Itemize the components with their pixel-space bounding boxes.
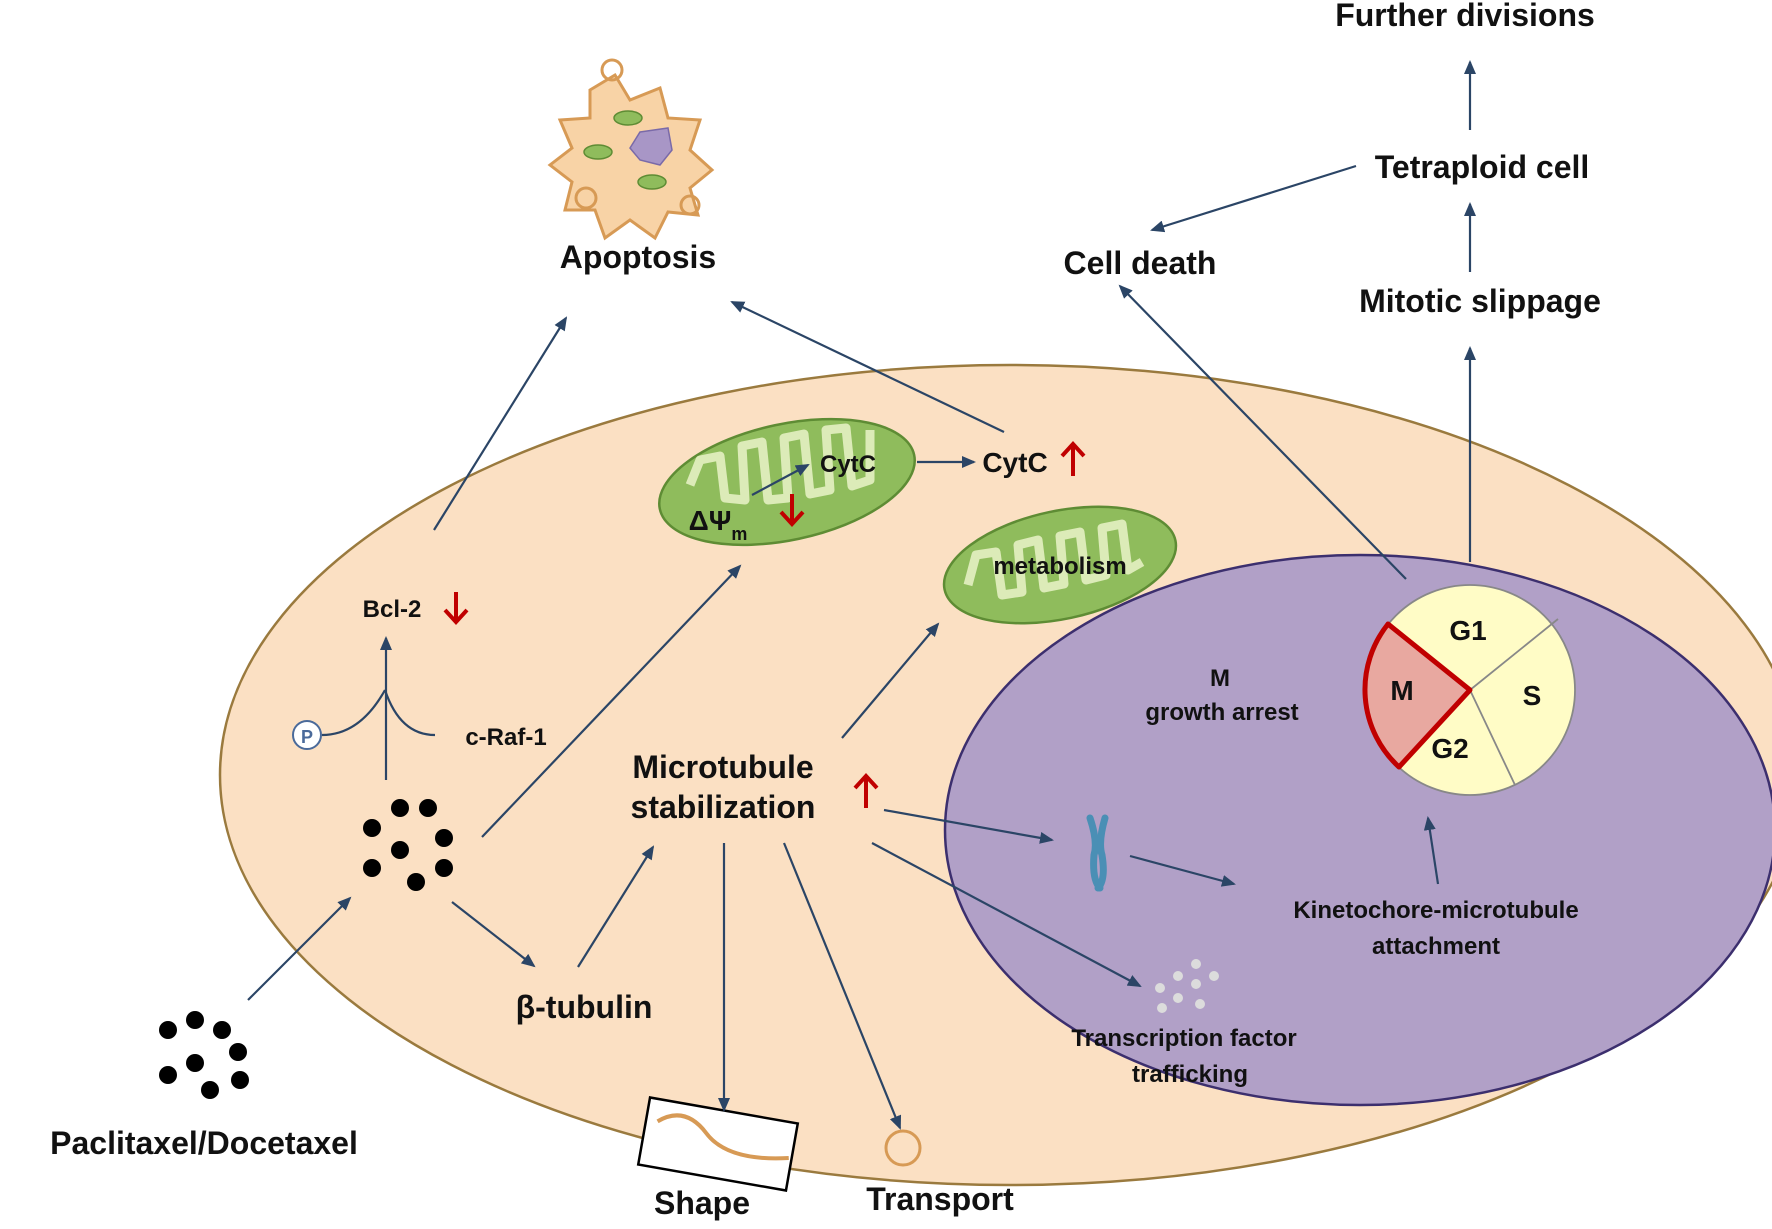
arrow-cycle-to-cell-death <box>1118 284 1407 580</box>
chromosome-icon <box>1086 814 1109 892</box>
label-craf1: c-Raf-1 <box>465 724 546 751</box>
drug-molecules-inside <box>363 799 453 891</box>
arrow-bcl2-to-apoptosis <box>433 316 568 531</box>
label-microtubule-line2: stabilization <box>631 789 816 825</box>
arrow-microtubule-to-metabolism <box>841 622 940 739</box>
label-m-growth-line1: M <box>1210 665 1230 692</box>
nucleus <box>943 553 1772 1107</box>
shape-icon <box>636 1096 800 1192</box>
label-transcription-line2: trafficking <box>1132 1061 1248 1088</box>
label-kinetochore-line1: Kinetochore-microtubule <box>1293 897 1578 924</box>
transport-vesicle-icon <box>884 1129 922 1167</box>
cell-cycle-diagram: G1 S G2 M <box>1362 584 1576 796</box>
arrow-microtubule-to-transport <box>782 842 902 1130</box>
label-transcription-line1: Transcription factor <box>1071 1025 1296 1052</box>
arrow-beta-tubulin-to-microtubule <box>577 845 655 968</box>
label-beta-tubulin: β-tubulin <box>516 989 653 1025</box>
arrow-drug-to-beta-tubulin <box>451 901 536 968</box>
label-shape: Shape <box>654 1185 750 1221</box>
cell-cycle-m-phase <box>1362 621 1473 770</box>
bcl2-down-arrow <box>443 592 469 625</box>
label-cell-death: Cell death <box>1064 245 1217 281</box>
label-transport: Transport <box>866 1181 1014 1217</box>
cell-cycle-m-label: M <box>1390 675 1413 706</box>
label-drug: Paclitaxel/Docetaxel <box>50 1125 358 1161</box>
svg-text:P: P <box>301 727 313 747</box>
label-further-divisions: Further divisions <box>1335 0 1595 33</box>
red-indicator-arrows <box>443 441 1086 808</box>
arrow-microtubule-to-transcription <box>871 842 1142 987</box>
microtubule-up-arrow <box>853 773 879 808</box>
apoptotic-cell-icon <box>547 58 715 241</box>
arrow-kinetochore-to-cycle <box>1423 816 1440 885</box>
label-apoptosis: Apoptosis <box>560 239 716 275</box>
arrow-psi-to-cytc <box>751 464 810 496</box>
arrow-cytc-to-apoptosis <box>730 301 1005 433</box>
label-metabolism: metabolism <box>993 553 1126 580</box>
label-m-growth-line2: growth arrest <box>1145 699 1298 726</box>
cell-cycle-g1-label: G1 <box>1449 615 1486 646</box>
arrow-chromosome-to-kinetochore <box>1129 854 1236 887</box>
mitochondrion-metabolism <box>942 505 1178 625</box>
label-cytc-inner: CytC <box>820 451 876 478</box>
label-bcl2: Bcl-2 <box>363 596 422 623</box>
psi-down-arrow <box>779 494 805 527</box>
cytc-up-arrow <box>1060 441 1086 476</box>
cell-cycle-s-label: S <box>1523 680 1542 711</box>
label-delta-psi: ΔΨm <box>689 505 748 544</box>
label-kinetochore-line2: attachment <box>1372 933 1500 960</box>
craf-branch <box>383 689 436 737</box>
mitochondrion-membrane-potential <box>658 417 916 547</box>
label-microtubule-line1: Microtubule <box>632 749 813 785</box>
phosphate-icon: P <box>292 720 322 750</box>
transcription-factor-icon <box>1155 959 1219 1013</box>
pathway-arrows <box>247 60 1476 1130</box>
drug-molecules-outside <box>159 1011 249 1099</box>
arrow-tetraploid-to-cell-death <box>1150 164 1357 233</box>
arrow-drug-to-cell <box>247 896 352 1001</box>
arrow-drug-to-mitochondrion <box>481 564 742 838</box>
phosphate-branch <box>321 689 386 737</box>
cell-cycle-g2-label: G2 <box>1431 733 1468 764</box>
label-cytc-outer: CytC <box>982 447 1047 478</box>
label-tetraploid-cell: Tetraploid cell <box>1375 149 1590 185</box>
label-mitotic-slippage: Mitotic slippage <box>1359 283 1601 319</box>
arrow-microtubule-to-chromosome <box>883 808 1054 844</box>
